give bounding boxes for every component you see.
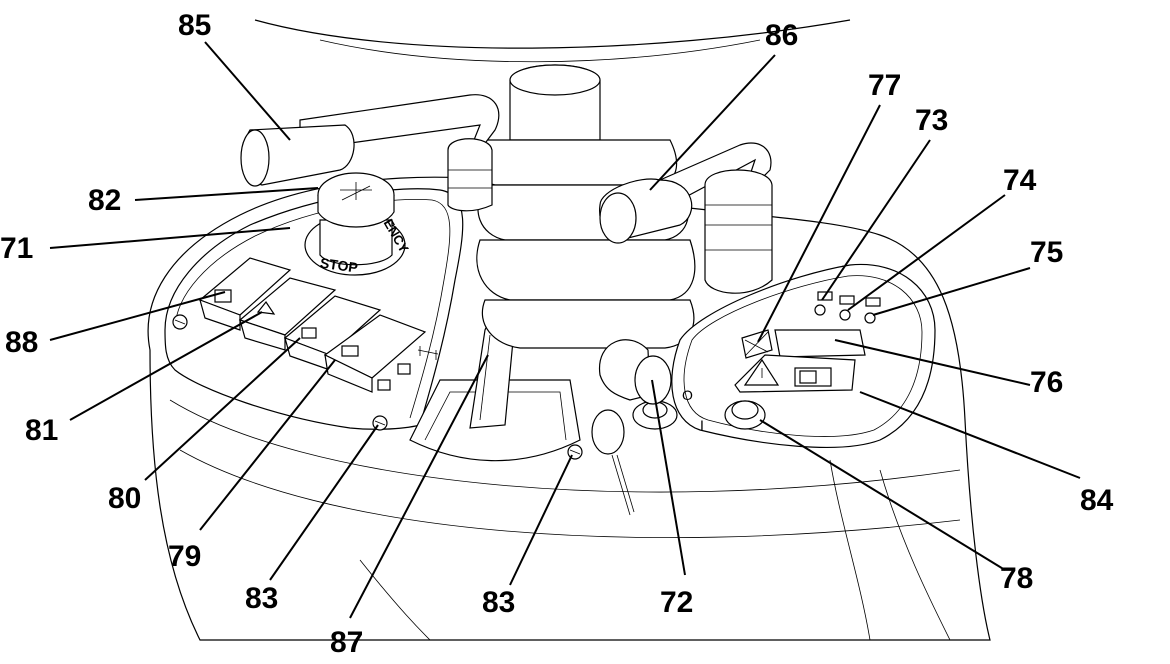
callout-76: 76 [1030,366,1063,399]
display-window-76 [774,329,866,358]
callout-83-center: 83 [482,586,515,619]
callout-85: 85 [178,9,211,42]
upper-cover-outline [254,19,851,49]
rubber-boot-left [447,138,493,212]
callout-71: 71 [0,232,33,265]
push-button-78[interactable] [724,400,766,430]
callout-79: 79 [168,540,201,573]
callout-72: 72 [660,586,693,619]
rocker-switch-79[interactable] [323,314,427,393]
upper-cover-inner [319,39,761,63]
rocker-switch-80[interactable] [283,295,382,371]
switch-symbol-icons [377,346,439,391]
stop-label: STOP [319,255,359,276]
indicator-lamp-73 [814,304,826,316]
rubber-boot-right [704,169,773,294]
callout-83-left: 83 [245,582,278,615]
grip-handle-85[interactable] [240,94,500,187]
callout-74: 74 [1003,164,1037,197]
rocker-switch-81[interactable] [238,277,337,351]
callout-82: 82 [88,184,121,217]
callout-86: 86 [765,19,798,52]
callout-75: 75 [1030,236,1063,269]
leader-lines [49,41,1081,619]
callout-77: 77 [868,69,901,102]
warning-label-plate [734,354,856,393]
callout-73: 73 [915,104,948,137]
callout-87: 87 [330,626,363,659]
indicator-lamp-74 [839,309,851,321]
callout-88: 88 [5,326,38,359]
callout-labels: 85 86 77 73 74 75 82 71 88 81 80 79 83 8… [0,9,1114,659]
callout-84: 84 [1080,484,1114,517]
key-position-off: O [682,387,693,403]
callout-81: 81 [25,414,58,447]
indicator-lamp-75 [864,312,876,324]
key-position-on: I [700,417,704,433]
callout-80: 80 [108,482,141,515]
symbol-plate-77 [741,329,773,359]
callout-78: 78 [1000,562,1033,595]
screw-left-panel-a [172,314,188,330]
grip-handle-86[interactable] [599,142,772,244]
